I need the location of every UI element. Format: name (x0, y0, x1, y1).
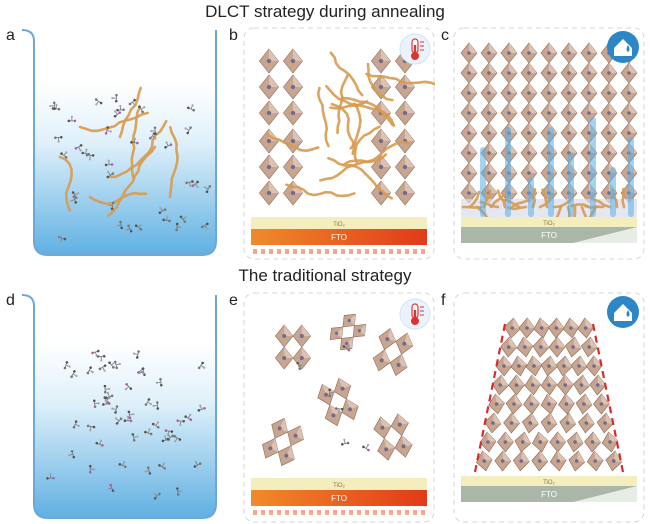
thermometer-icon (400, 299, 430, 329)
ligand-chain (623, 189, 624, 207)
panel-label-a: a (6, 27, 15, 45)
panel-label-d: d (6, 292, 15, 310)
moisture-column (568, 152, 574, 217)
house-water-icon (607, 31, 639, 63)
moisture-column (590, 117, 596, 217)
panel-c-film: TiO₂ FTO (453, 27, 645, 260)
moisture-column (610, 167, 616, 217)
tio2-label: TiO₂ (543, 221, 555, 227)
panel-label-f: f (441, 292, 445, 310)
tio2-label: TiO₂ (543, 480, 555, 486)
tio2-label: TiO₂ (333, 483, 345, 489)
panel-label-b: b (229, 27, 238, 45)
panel-label-c: c (441, 27, 449, 45)
bottom-heading: The traditional strategy (0, 266, 650, 286)
fto-label: FTO (331, 494, 347, 503)
fto-label: FTO (541, 231, 557, 240)
top-heading: DLCT strategy during annealing (0, 2, 650, 22)
moisture-column (628, 137, 634, 217)
moisture-column (548, 127, 554, 217)
panel-e-film: TiO₂ FTO (243, 292, 435, 524)
fto-label: FTO (331, 233, 347, 242)
tio2-label: TiO₂ (333, 222, 345, 228)
panel-f-film: TiO₂ FTO (453, 292, 645, 524)
thermometer-icon (400, 34, 430, 64)
panel-label-e: e (229, 292, 238, 310)
panel-b-film: TiO₂ FTO (243, 27, 435, 260)
moisture-column (480, 147, 486, 217)
house-water-icon (607, 296, 639, 328)
moisture-column (505, 127, 511, 217)
solution (34, 342, 216, 518)
panel-a-beaker (20, 27, 227, 260)
panel-d-beaker (20, 292, 227, 524)
fto-label: FTO (541, 490, 557, 499)
moisture-column (528, 177, 534, 217)
